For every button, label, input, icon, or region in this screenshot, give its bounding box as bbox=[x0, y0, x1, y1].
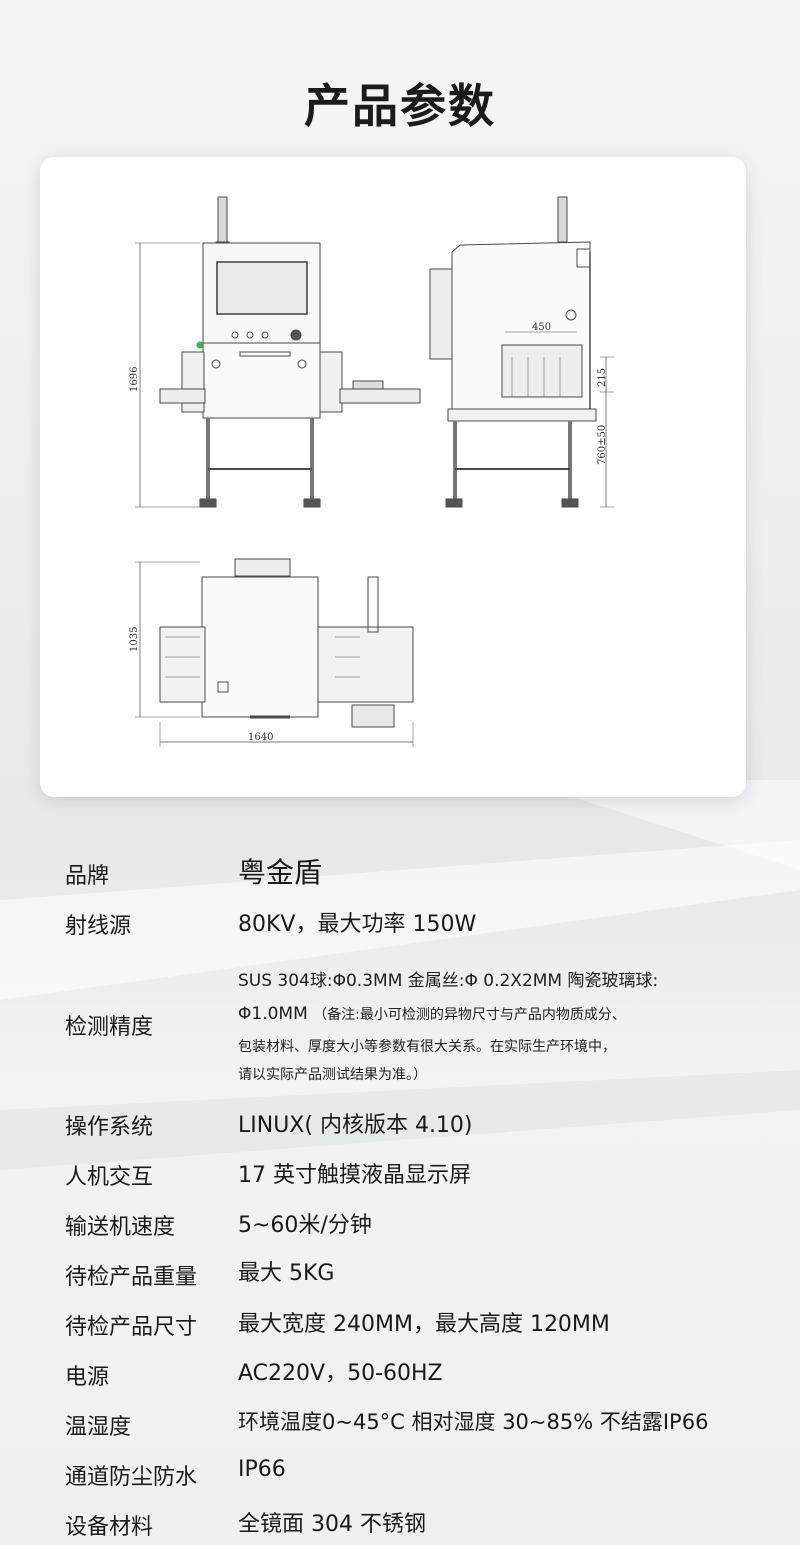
spec-label-source: 射线源 bbox=[65, 914, 132, 939]
spec-value-weight: 最大 5KG bbox=[238, 1261, 335, 1286]
spec-value-humidity: 环境温度0~45°C 相对湿度 30~85% 不结露IP66 bbox=[238, 1410, 709, 1434]
precision-main: Φ1.0MM bbox=[238, 1004, 308, 1024]
spec-label-power: 电源 bbox=[65, 1365, 110, 1390]
spec-label-os: 操作系统 bbox=[65, 1115, 154, 1140]
spec-value-precision-line2: Φ1.0MM （备注:最小可检测的异物尺寸与产品内物质成分、 bbox=[238, 1004, 626, 1024]
dim-215: 215 bbox=[597, 368, 608, 387]
spec-value-precision-line4: 请以实际产品测试结果为准。） bbox=[238, 1067, 427, 1083]
spec-value-precision-line1: SUS 304球:Φ0.3MM 金属丝:Φ 0.2X2MM 陶瓷玻璃球: bbox=[238, 971, 659, 991]
spec-label-material: 设备材料 bbox=[65, 1515, 154, 1540]
spec-label-size: 待检产品尺寸 bbox=[65, 1315, 198, 1340]
dim-depth: 1035 bbox=[129, 627, 140, 652]
spec-value-material: 全镜面 304 不锈钢 bbox=[238, 1512, 426, 1537]
spec-label-speed: 输送机速度 bbox=[65, 1215, 176, 1240]
spec-label-hmi: 人机交互 bbox=[65, 1165, 154, 1190]
spec-value-precision-line3: 包装材料、厚度大小等参数有很大关系。在实际生产环境中， bbox=[238, 1039, 616, 1055]
spec-value-hmi: 17 英寸触摸液晶显示屏 bbox=[238, 1163, 471, 1188]
page-title: 产品参数 bbox=[304, 79, 496, 133]
spec-value-speed: 5~60米/分钟 bbox=[238, 1213, 372, 1238]
spec-value-size: 最大宽度 240MM，最大高度 120MM bbox=[238, 1312, 610, 1337]
spec-value-source: 80KV，最大功率 150W bbox=[238, 912, 477, 937]
dim-450: 450 bbox=[532, 322, 551, 333]
dim-length: 1640 bbox=[248, 732, 273, 743]
spec-value-ip: IP66 bbox=[238, 1457, 286, 1482]
precision-note: （备注:最小可检测的异物尺寸与产品内物质成分、 bbox=[313, 1007, 626, 1023]
top-view-drawing bbox=[135, 558, 414, 747]
spec-label-precision: 检测精度 bbox=[65, 1015, 154, 1040]
spec-value-os: LINUX( 内核版本 4.10) bbox=[238, 1113, 473, 1138]
side-view-drawing bbox=[429, 196, 614, 508]
technical-drawing: 1696 450 215 760±50 bbox=[129, 196, 614, 747]
spec-label-brand: 品牌 bbox=[65, 864, 110, 889]
spec-label-weight: 待检产品重量 bbox=[65, 1265, 198, 1290]
dim-height: 1696 bbox=[129, 367, 140, 392]
spec-label-ip: 通道防尘防水 bbox=[65, 1465, 198, 1490]
spec-label-humidity: 温湿度 bbox=[65, 1415, 132, 1440]
dim-leg: 760±50 bbox=[597, 425, 608, 465]
spec-value-power: AC220V，50-60HZ bbox=[238, 1361, 443, 1386]
spec-value-brand: 粤金盾 bbox=[238, 856, 323, 889]
front-view-drawing bbox=[135, 196, 421, 508]
drawing-card: 1696 450 215 760±50 bbox=[40, 157, 746, 797]
